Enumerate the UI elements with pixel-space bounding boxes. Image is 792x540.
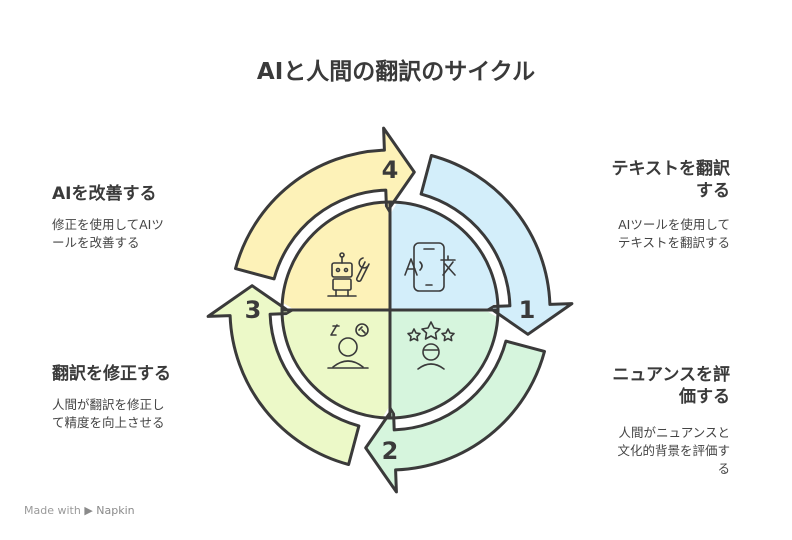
step-1-desc-line-1: AIツールを使用して bbox=[618, 217, 730, 232]
step-2-title-line-2: 価する bbox=[679, 387, 730, 407]
step-4-desc-line-2: ールを改善する bbox=[52, 235, 140, 250]
step-3-title-line-1: 翻訳を修正する bbox=[52, 364, 171, 384]
quadrant-4 bbox=[282, 202, 390, 310]
napkin-logo-icon: ▶ bbox=[84, 504, 93, 517]
step-1-title-line-2: する bbox=[696, 181, 730, 201]
step-1-title: テキストを翻訳 する bbox=[540, 158, 731, 202]
footer-brand: Napkin bbox=[96, 504, 135, 517]
step-3-description: 人間が翻訳を修正し て精度を向上させる bbox=[52, 396, 165, 432]
step-3-title: 翻訳を修正する bbox=[52, 363, 171, 385]
cycle-ring bbox=[206, 126, 574, 494]
step-2-title: ニュアンスを評 価する bbox=[540, 364, 730, 408]
arrow-step-3 bbox=[206, 284, 361, 466]
step-4-title-line-1: AIを改善する bbox=[52, 184, 157, 204]
footer-made-with: Made with bbox=[24, 504, 81, 517]
editor-person-icon bbox=[327, 323, 369, 369]
star-rating-icon bbox=[407, 321, 455, 370]
step-3-desc-line-2: て精度を向上させる bbox=[52, 415, 165, 430]
step-2-desc-line-3: る bbox=[717, 461, 730, 476]
step-2-title-line-1: ニュアンスを評 bbox=[612, 365, 730, 385]
step-1-description: AIツールを使用して テキストを翻訳する bbox=[540, 216, 730, 252]
step-3-number: 3 bbox=[245, 296, 262, 324]
arrow-step-1 bbox=[419, 154, 574, 336]
step-3-desc-line-1: 人間が翻訳を修正し bbox=[52, 397, 165, 412]
step-4-title: AIを改善する bbox=[52, 183, 156, 205]
robot-wrench-icon bbox=[327, 252, 370, 297]
inner-quadrants bbox=[280, 200, 500, 420]
step-1-title-line-1: テキストを翻訳 bbox=[611, 159, 731, 179]
step-2-description: 人間がニュアンスと 文化的背景を評価す る bbox=[540, 424, 730, 478]
step-2-desc-line-2: 文化的背景を評価す bbox=[617, 443, 730, 458]
translate-phone-icon bbox=[404, 242, 456, 292]
arrow-step-2 bbox=[364, 339, 546, 494]
step-1-desc-line-2: テキストを翻訳する bbox=[617, 235, 730, 250]
page-title: AIと人間の翻訳のサイクル bbox=[256, 59, 536, 85]
step-4-description: 修正を使用してAIツ ールを改善する bbox=[52, 216, 164, 252]
step-1-number: 1 bbox=[519, 296, 536, 324]
arrow-step-4 bbox=[234, 126, 416, 281]
step-2-number: 2 bbox=[382, 437, 399, 465]
step-numbers: 1 2 3 4 bbox=[245, 156, 536, 465]
step-4-number: 4 bbox=[382, 156, 399, 184]
step-4-desc-line-1: 修正を使用してAIツ bbox=[52, 217, 164, 232]
footer-attribution: Made with ▶ Napkin bbox=[24, 504, 135, 517]
step-2-desc-line-1: 人間がニュアンスと bbox=[618, 425, 730, 440]
